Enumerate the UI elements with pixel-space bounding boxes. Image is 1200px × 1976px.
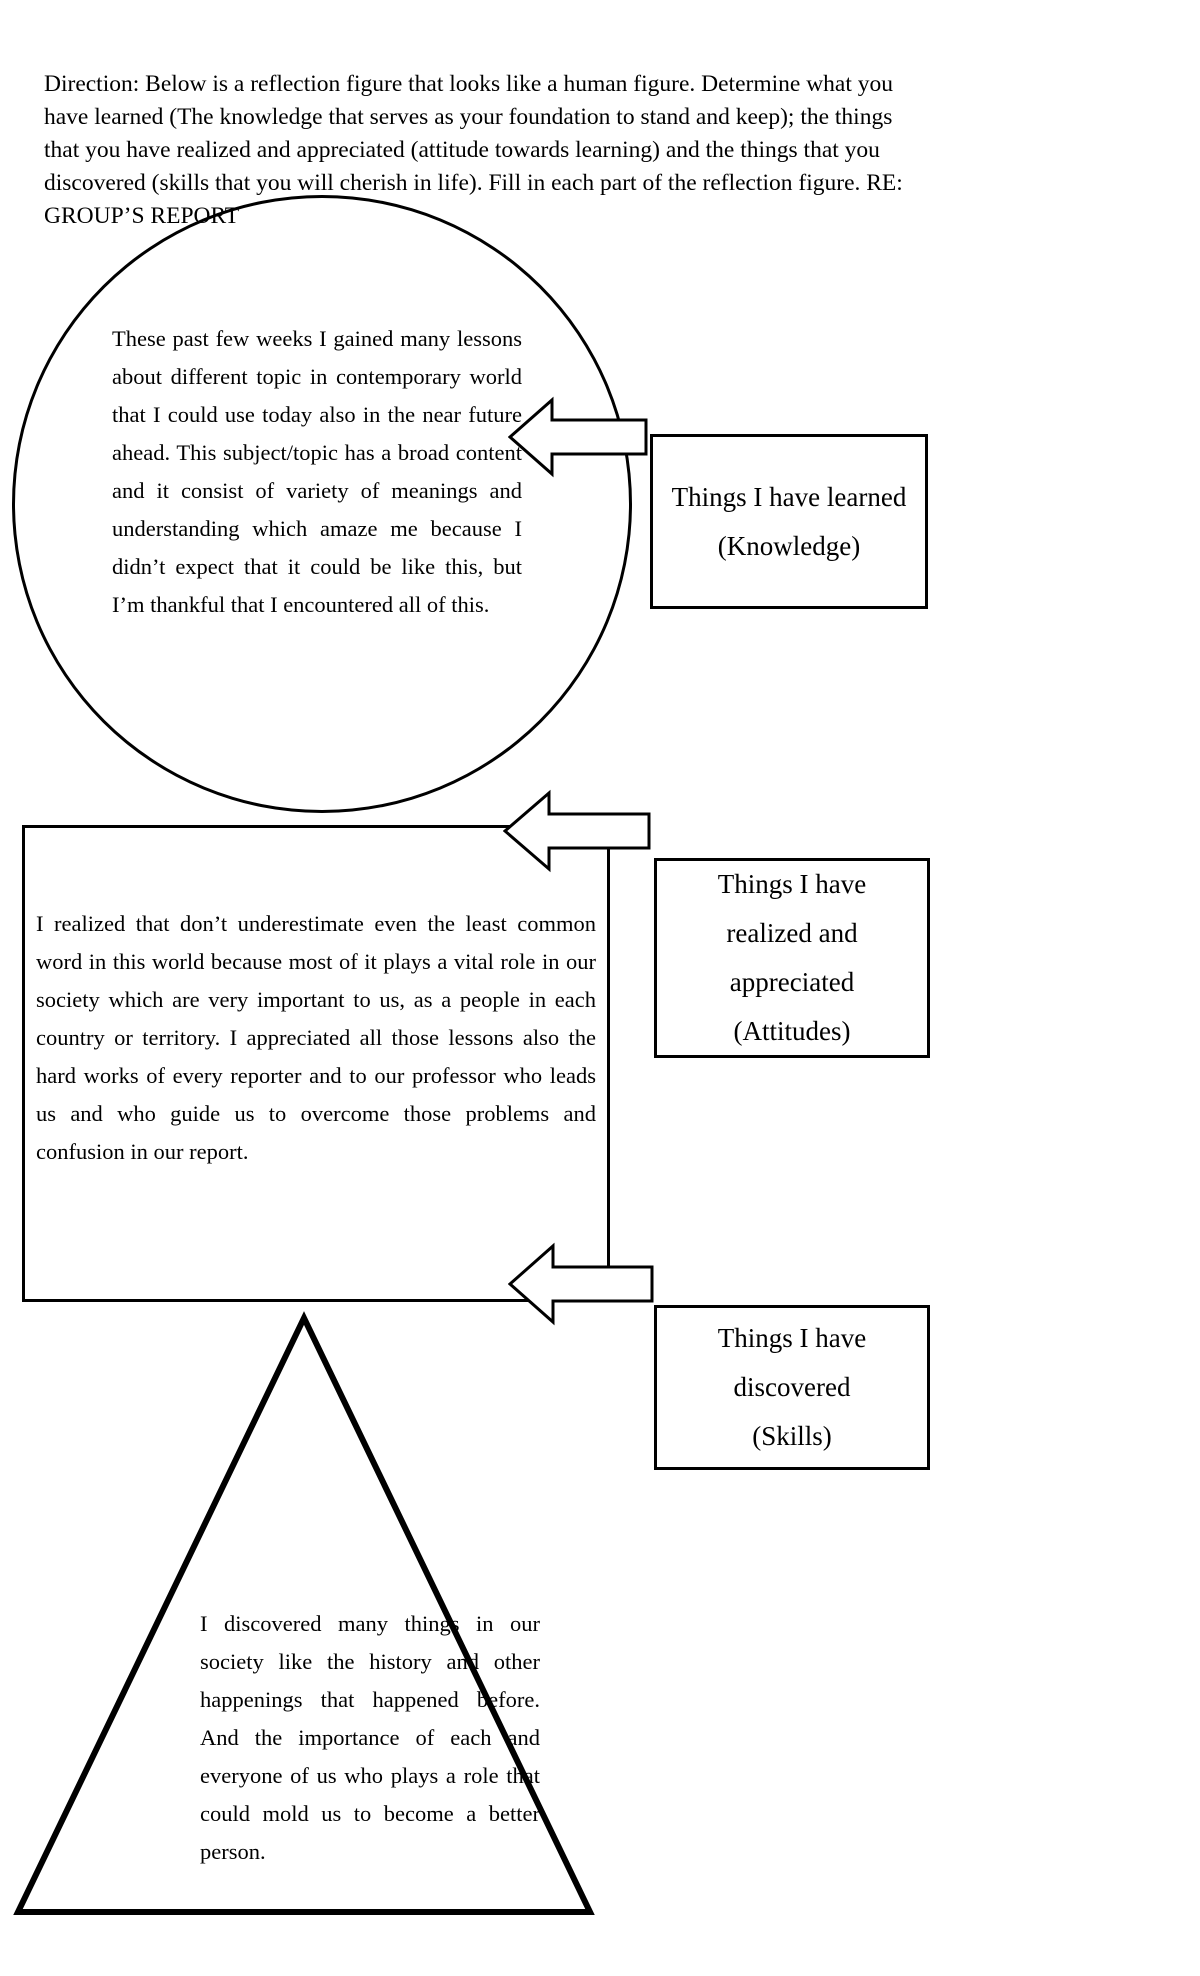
triangle-text: I discovered many things in our society … [200, 1611, 540, 1864]
direction-paragraph: Direction: Below is a reflection figure … [44, 70, 903, 229]
label-knowledge-line1: Things I have learned [671, 481, 907, 512]
label-attitudes-line4: (Attitudes) [733, 1016, 851, 1046]
circle-shape [12, 195, 632, 813]
label-knowledge-line2: (Knowledge) [717, 530, 861, 561]
label-attitudes-line1: Things I have [717, 869, 867, 899]
label-skills-line3: (Skills) [752, 1421, 832, 1451]
label-skills-line1: Things I have [717, 1323, 867, 1353]
circle-text: These past few weeks I gained many lesso… [112, 326, 522, 617]
label-attitudes-line3: appreciated [729, 967, 855, 997]
rectangle-shape [22, 825, 610, 1302]
arrow-left-knowledge-icon [508, 396, 648, 478]
label-box-knowledge: Things I have learned (Knowledge) [650, 434, 928, 609]
rectangle-text: I realized that don’t underestimate even… [36, 911, 596, 1164]
label-attitudes-line2: realized and [726, 918, 858, 948]
triangle-shape [13, 1311, 595, 1915]
label-box-attitudes: Things I have realized and appreciated (… [654, 858, 930, 1058]
arrow-left-attitudes-icon [503, 789, 651, 873]
arrow-left-skills-icon [508, 1242, 654, 1326]
label-skills-line2: discovered [733, 1372, 851, 1402]
label-box-skills: Things I have discovered (Skills) [654, 1305, 930, 1470]
